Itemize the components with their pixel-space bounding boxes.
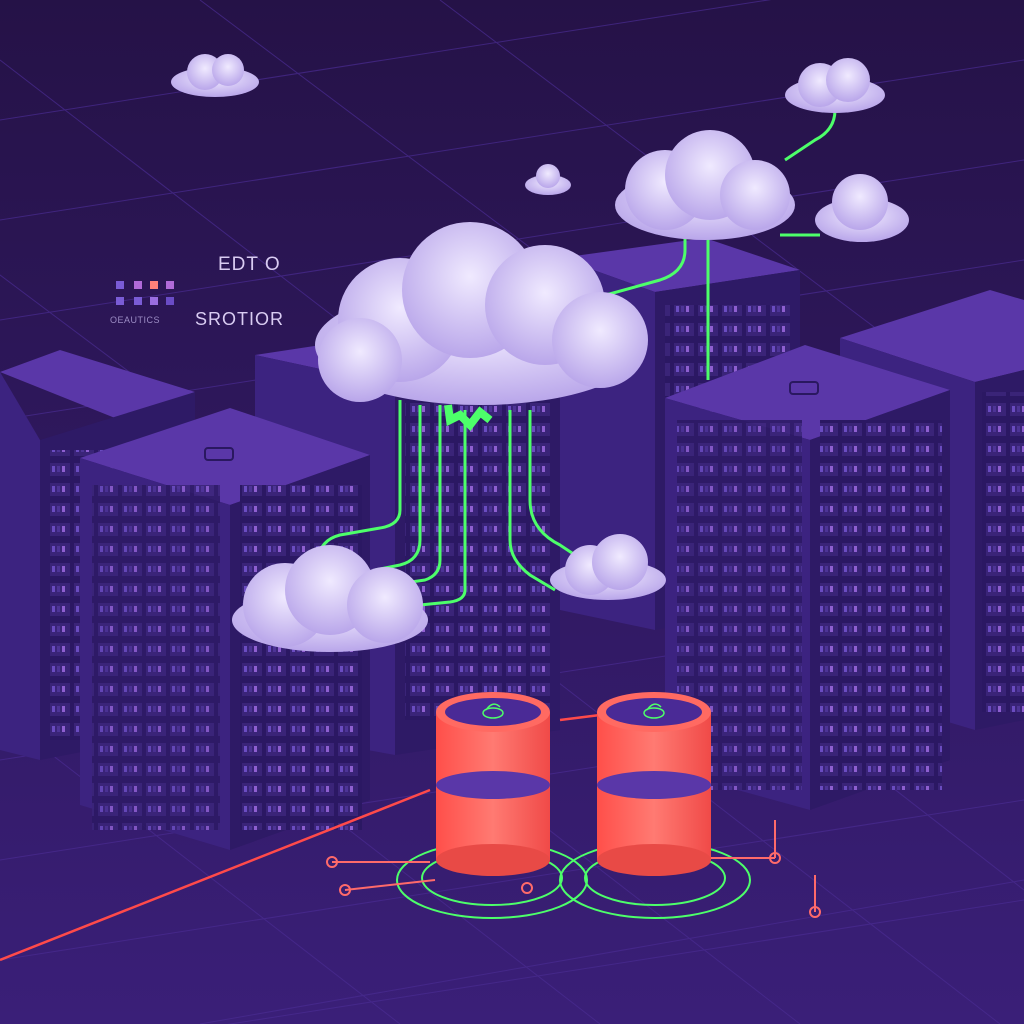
server-rack-front-left [80, 408, 370, 850]
cloud-top-far-right [785, 58, 885, 113]
cloud-small-center [525, 164, 571, 195]
cloud-lower-right [550, 534, 666, 600]
signal-line [0, 713, 601, 962]
cloud-right [815, 174, 909, 242]
database-left [436, 692, 550, 876]
cloud-main [315, 222, 648, 405]
lock-icon [643, 703, 665, 719]
cloud-top-right [615, 130, 795, 240]
lock-icon [482, 703, 504, 719]
connector-pins [326, 820, 821, 918]
database-right [597, 692, 711, 876]
cloud-top-left [171, 54, 259, 97]
caption-label: OEAUTICS [110, 315, 161, 325]
status-label: SROTIOR [195, 309, 285, 329]
edit-label: EDT O [218, 254, 281, 275]
legend-swatches [116, 281, 174, 305]
cloud-lower-left [232, 545, 428, 652]
